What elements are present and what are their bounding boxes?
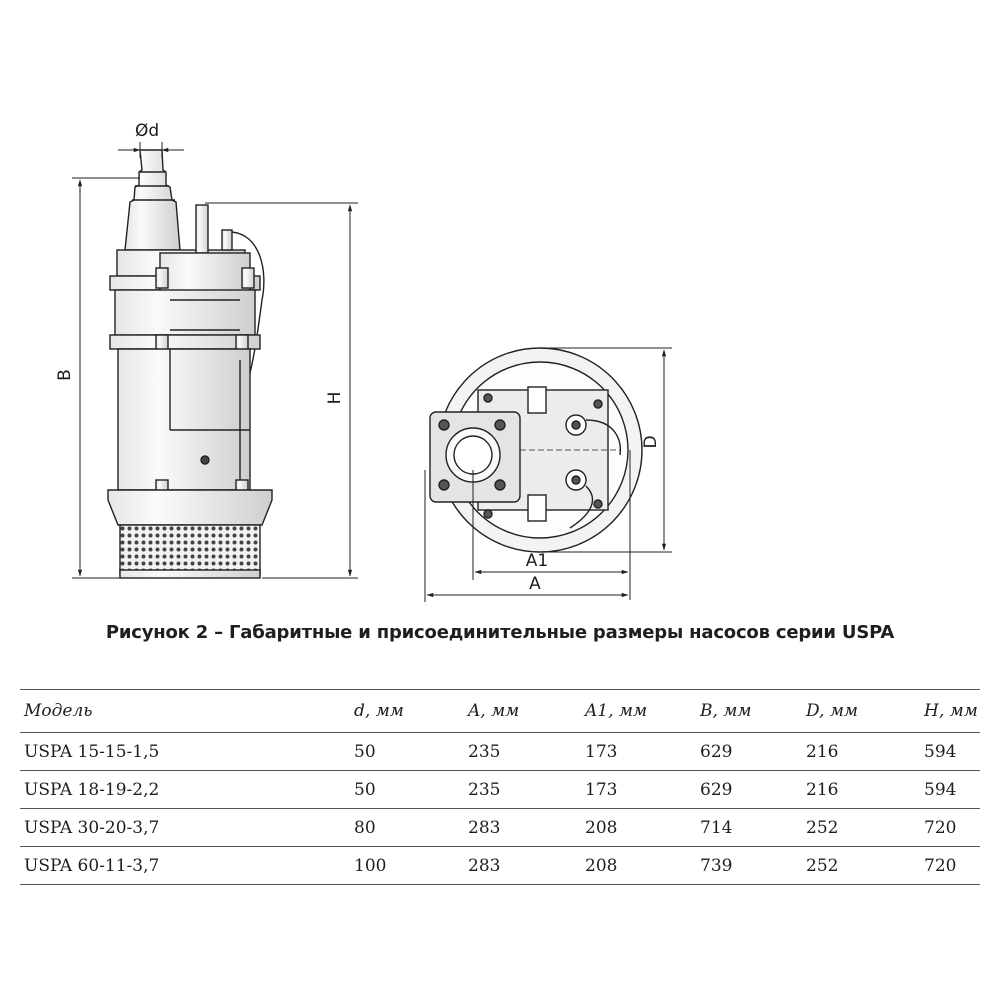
cell-b: 629 (696, 770, 802, 809)
cell-d-outer: 216 (802, 770, 920, 809)
label-d-top: D (641, 435, 661, 448)
label-b: B (55, 369, 75, 381)
header-d-outer: D, мм (802, 689, 920, 733)
cell-a1: 173 (581, 770, 696, 809)
cell-d: 50 (350, 770, 464, 809)
header-a1: A1, мм (581, 689, 696, 733)
table-row: USPA 30-20-3,7 80 283 208 714 252 720 (20, 808, 980, 847)
pump-top-view (429, 347, 643, 553)
header-d: d, мм (350, 689, 464, 733)
cell-d: 100 (350, 846, 464, 885)
figure-caption: Рисунок 2 – Габаритные и присоединительн… (105, 622, 895, 643)
cell-b: 714 (696, 808, 802, 847)
cell-b: 629 (696, 732, 802, 771)
cell-a: 235 (464, 770, 581, 809)
cell-d-outer: 252 (802, 846, 920, 885)
label-d: Ød (135, 121, 159, 141)
cell-h: 720 (920, 846, 980, 885)
cell-model: USPA 30-20-3,7 (20, 808, 350, 847)
dim-a1 (472, 450, 631, 600)
label-a1: A1 (526, 551, 548, 571)
cell-model: USPA 60-11-3,7 (20, 846, 350, 885)
header-a: A, мм (464, 689, 581, 733)
dimensions-table: Модель d, мм A, мм A1, мм B, мм D, мм H,… (20, 689, 980, 885)
label-h: H (325, 392, 345, 405)
cell-h: 594 (920, 770, 980, 809)
table-row: USPA 15-15-1,5 50 235 173 629 216 594 (20, 732, 980, 771)
cell-a1: 173 (581, 732, 696, 771)
cell-d: 50 (350, 732, 464, 771)
table-header-row: Модель d, мм A, мм A1, мм B, мм D, мм H,… (20, 689, 980, 733)
table-row: USPA 18-19-2,2 50 235 173 629 216 594 (20, 770, 980, 809)
cell-h: 594 (920, 732, 980, 771)
cell-a: 283 (464, 846, 581, 885)
cell-d-outer: 216 (802, 732, 920, 771)
dim-h (205, 202, 358, 579)
table-row: USPA 60-11-3,7 100 283 208 739 252 720 (20, 846, 980, 885)
header-b: B, мм (696, 689, 802, 733)
cell-h: 720 (920, 808, 980, 847)
dim-d-top (540, 347, 672, 553)
cell-d: 80 (350, 808, 464, 847)
cell-d-outer: 252 (802, 808, 920, 847)
cell-a1: 208 (581, 808, 696, 847)
dim-b (72, 177, 140, 579)
cell-a1: 208 (581, 846, 696, 885)
cell-model: USPA 15-15-1,5 (20, 732, 350, 771)
pump-dimension-drawing: Ød B H (55, 121, 672, 602)
cell-a: 235 (464, 732, 581, 771)
header-h: H, мм (920, 689, 980, 733)
cell-model: USPA 18-19-2,2 (20, 770, 350, 809)
label-a: A (529, 574, 541, 594)
cell-b: 739 (696, 846, 802, 885)
cell-a: 283 (464, 808, 581, 847)
dim-d (118, 142, 184, 158)
header-model: Модель (20, 689, 350, 733)
dim-a (424, 470, 629, 602)
pump-side-view (107, 149, 273, 579)
